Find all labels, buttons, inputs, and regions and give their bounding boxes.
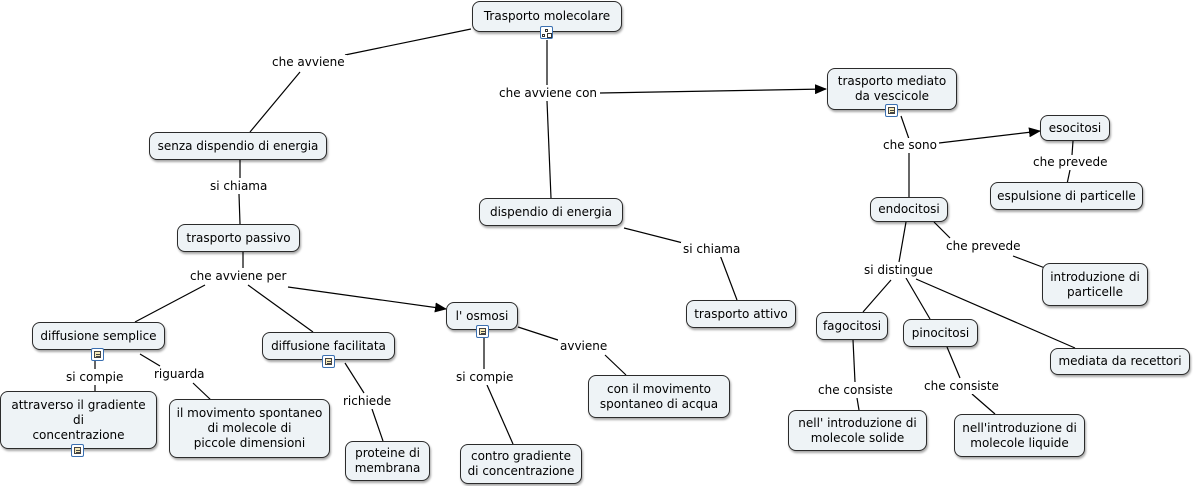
link-che-consiste-fagocitosi: che consiste [816,383,895,398]
edge-avviene-acqua [604,354,627,376]
concept-molecole-solide[interactable]: nell' introduzione di molecole solide [788,410,927,451]
link-riguarda: riguarda [152,367,207,382]
link-che-consiste-pinocitosi: che consiste [922,379,1001,394]
edge-per-semplice [134,284,206,323]
edge-che-consiste-liquide [971,393,996,415]
concept-diffusione-semplice[interactable]: diffusione semplice [32,322,165,350]
concept-trasporto-attivo[interactable]: trasporto attivo [686,300,796,328]
link-si-distingue: si distingue [862,263,935,278]
link-si-chiama-attivo: si chiama [681,242,743,257]
submap-icon[interactable] [540,26,553,39]
edge-che-avviene-con-dispendio [546,100,552,199]
edge-pinocitosi-che-consiste [946,346,961,379]
link-che-sono: che sono [881,138,939,153]
note-icon[interactable] [476,325,489,338]
edge-si-chiama-attivo [719,254,738,301]
edge-fagocitosi-che-consiste [852,339,856,383]
concept-dispendio-energia[interactable]: dispendio di energia [479,198,623,226]
concept-fagocitosi[interactable]: fagocitosi [816,312,888,340]
concept-endocitosi[interactable]: endocitosi [870,197,948,222]
link-che-avviene-per: che avviene per [188,269,289,284]
concept-trasporto-passivo[interactable]: trasporto passivo [177,224,300,252]
note-icon[interactable] [91,348,104,361]
concept-contro-gradiente[interactable]: contro gradiente di concentrazione [460,444,582,484]
edge-per-osmosi [287,286,447,313]
concept-pinocitosi[interactable]: pinocitosi [903,319,978,347]
note-icon[interactable] [322,355,335,368]
concept-espulsione-particelle[interactable]: espulsione di particelle [990,182,1143,210]
edge-riguarda-spontaneo [192,382,213,402]
edge-si-compie-contro [486,384,514,445]
edge-endocitosi-si-distingue [898,221,907,263]
edge-distingue-pinocitosi [905,277,931,320]
concept-mediata-recettori[interactable]: mediata da recettori [1050,348,1190,375]
edge-richiede-proteine [371,408,384,442]
edge-facilitata-richiede [344,362,365,394]
edge-endocitosi-che-prevede [933,221,951,239]
link-che-avviene: che avviene [270,55,347,70]
edge-distingue-fagocitosi [862,279,892,313]
edge-semplice-riguarda [139,353,161,367]
concept-trasporto-vescicole[interactable]: trasporto mediato da vescicole [827,68,957,110]
edge-che-prevede-introd [1012,255,1046,269]
concept-esocitosi[interactable]: esocitosi [1040,115,1110,141]
edge-che-consiste-solide [856,397,860,411]
concept-osmosi[interactable]: l' osmosi [446,302,518,330]
link-che-prevede-esocitosi: che prevede [1031,155,1110,170]
edge-esocitosi-che-prevede [1071,140,1074,156]
edge-che-prevede-espulsione [1066,169,1071,185]
concept-introduzione-particelle[interactable]: introduzione di particelle [1042,263,1148,306]
link-si-compie: si compie [64,370,126,385]
edge-dispendio-si-chiama [623,227,684,244]
link-si-compie-osmosi: si compie [454,370,516,385]
edge-distingue-recettori [915,278,1076,349]
edge-che-avviene-con-vescicole [599,84,827,95]
link-si-chiama: si chiama [208,179,270,194]
concept-proteine-membrana[interactable]: proteine di membrana [345,441,430,481]
link-che-prevede-endocitosi: che prevede [944,239,1023,254]
edge-vescicole-che-sono [900,115,910,140]
edge-osmosi-avviene [517,326,562,342]
concept-molecole-liquide[interactable]: nell'introduzione di molecole liquide [954,414,1085,457]
link-che-avviene-con: che avviene con [497,86,600,101]
concept-movimento-spontaneo-molecole[interactable]: il movimento spontaneo di molecole di pi… [169,399,330,458]
note-icon[interactable] [885,104,898,117]
concept-gradiente-concentrazione[interactable]: attraverso il gradiente di concentrazion… [0,391,157,449]
edge-che-avviene-senza [249,71,301,133]
concept-senza-dispendio-energia[interactable]: senza dispendio di energia [149,132,327,160]
edge-root-che-avviene [344,28,472,56]
note-icon[interactable] [71,444,84,457]
link-richiede: richiede [341,394,394,409]
link-avviene: avviene [558,339,610,354]
concept-movimento-acqua[interactable]: con il movimento spontaneo di acqua [588,375,730,418]
edge-che-sono-esocitosi [938,127,1041,144]
edge-per-facilitata [247,284,314,333]
edge-si-chiama-passivo [238,193,241,225]
